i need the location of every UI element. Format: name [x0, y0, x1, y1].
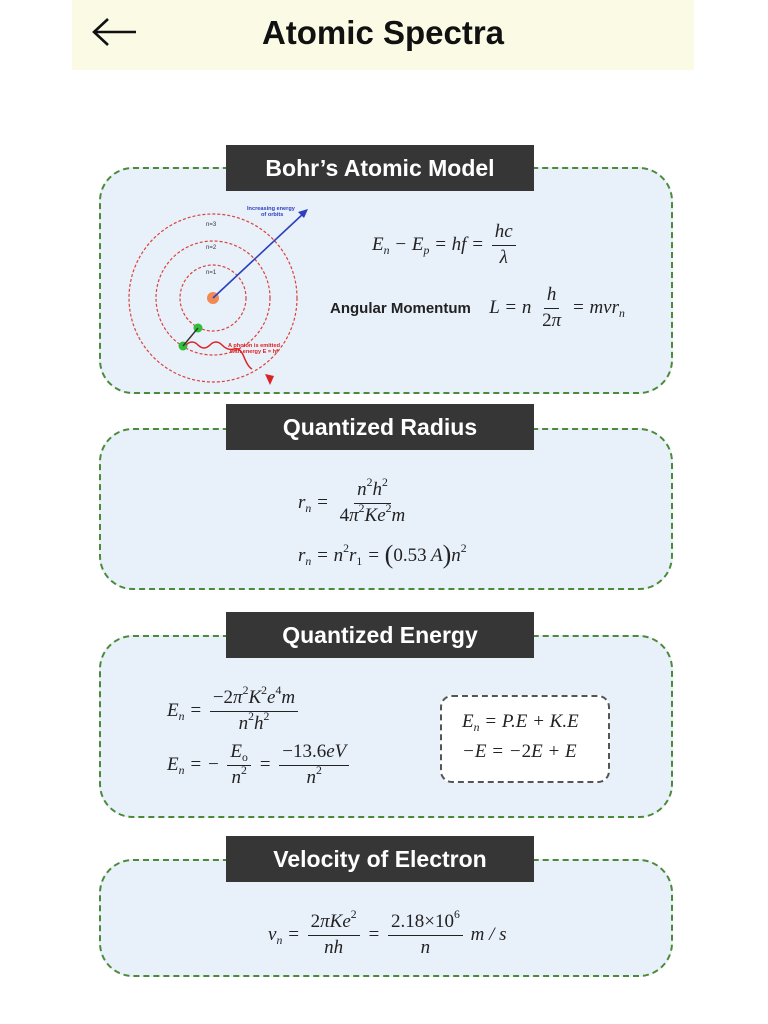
- quantized-radius-heading: Quantized Radius: [226, 404, 534, 450]
- energy-relation-1: En = P.E + K.E: [462, 711, 579, 735]
- velocity-heading: Velocity of Electron: [226, 836, 534, 882]
- arrow-left-icon: [92, 18, 136, 46]
- quantized-energy-heading: Quantized Energy: [226, 612, 534, 658]
- bohr-atom-diagram: n=3 n=2 n=1 Increasing energy of orbits …: [128, 206, 308, 385]
- orbit-label-n1: n=1: [206, 270, 217, 276]
- app-header: Atomic Spectra: [72, 0, 694, 70]
- radius-value-formula: rn = n2r1 = (0.53 A)n2: [298, 540, 467, 569]
- arrow-label-line2: of orbits: [261, 212, 283, 218]
- angular-momentum-label: Angular Momentum: [330, 300, 471, 318]
- photon-label-line1: A photon is emitted: [228, 343, 281, 349]
- bohr-model-heading: Bohr’s Atomic Model: [226, 145, 534, 191]
- quantized-radius-card: [99, 428, 673, 590]
- energy-relation-box: En = P.E + K.E −E = −2E + E: [440, 695, 610, 783]
- arrow-label-line1: Increasing energy: [247, 206, 296, 212]
- orbit-label-n2: n=2: [206, 245, 217, 251]
- back-button[interactable]: [90, 14, 140, 50]
- orbit-label-n3: n=3: [206, 222, 217, 228]
- energy-relation-2: −E = −2E + E: [462, 741, 577, 762]
- page-title: Atomic Spectra: [261, 14, 505, 51]
- photon-label-line2: with energy E = hf: [229, 349, 278, 355]
